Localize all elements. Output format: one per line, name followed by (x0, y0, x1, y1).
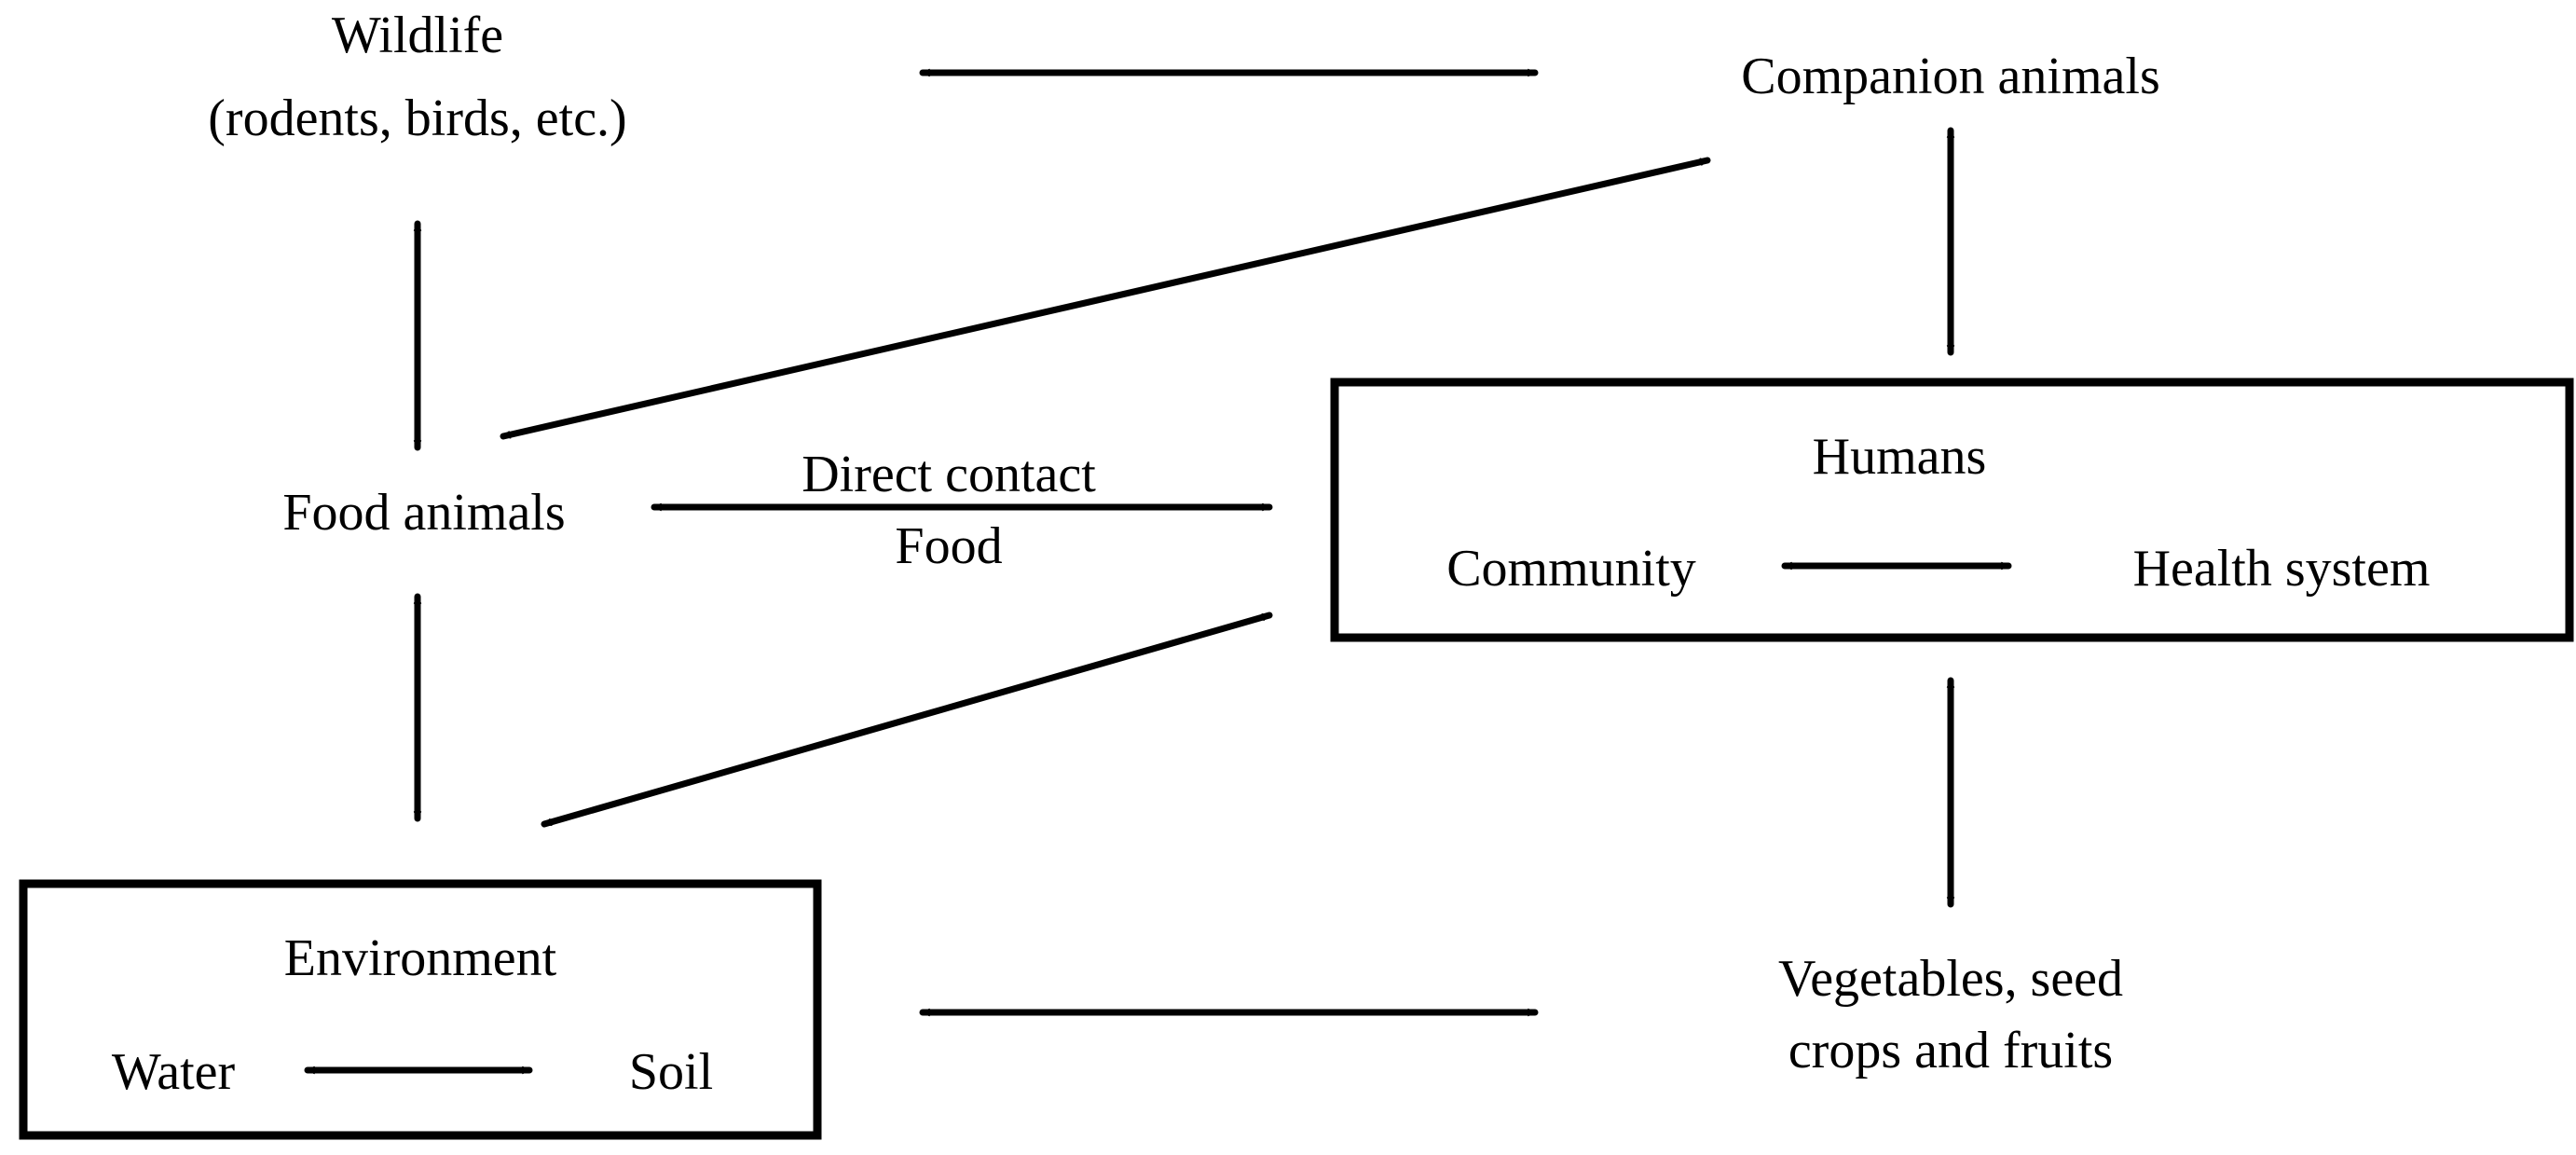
community-label: Community (1446, 540, 1696, 598)
environment-humans-arrow (541, 612, 1273, 828)
water-label: Water (112, 1043, 236, 1101)
wildlife-title: Wildlife (332, 7, 503, 64)
direct-contact-label: Direct contact (802, 446, 1096, 503)
companion-animals-label: Companion animals (1741, 48, 2160, 105)
humans-box (1330, 378, 2574, 642)
food-animals-label: Food animals (282, 484, 565, 542)
humans-title: Humans (1813, 428, 1987, 486)
food-companion-arrow (500, 157, 1711, 440)
vegetables-line1: Vegetables, seed (1778, 950, 2123, 1008)
vegetables-line2: crops and fruits (1788, 1022, 2113, 1079)
health-system-label: Health system (2133, 540, 2431, 598)
soil-label: Soil (629, 1043, 713, 1101)
wildlife-subtitle: (rodents, birds, etc.) (208, 89, 626, 147)
food-edge-label: Food (895, 517, 1002, 575)
environment-title: Environment (284, 929, 557, 987)
environment-box (19, 879, 822, 1140)
